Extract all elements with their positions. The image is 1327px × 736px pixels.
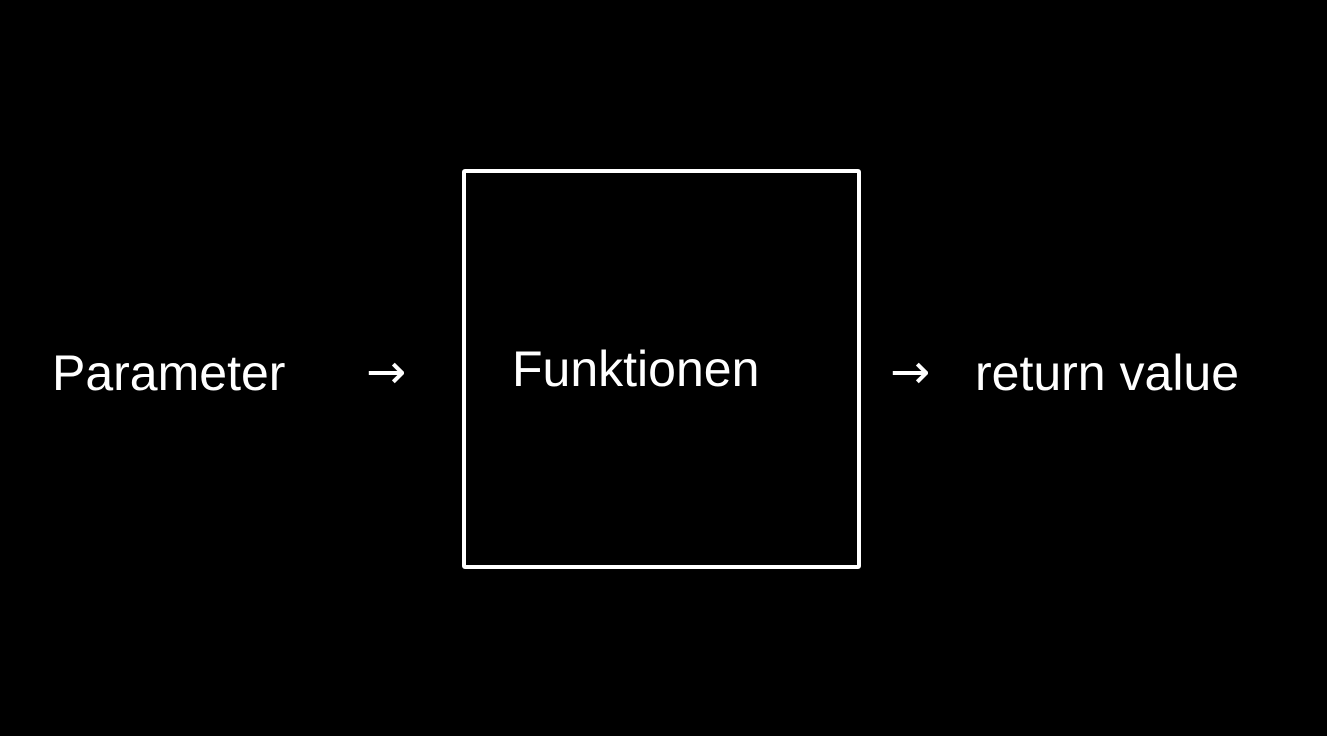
parameter-label: Parameter bbox=[52, 345, 286, 401]
return-value-label: return value bbox=[975, 345, 1240, 401]
output-arrow-icon: → bbox=[890, 344, 931, 400]
input-arrow-icon: → bbox=[366, 344, 407, 400]
function-label: Funktionen bbox=[512, 341, 760, 397]
function-box bbox=[462, 169, 861, 569]
